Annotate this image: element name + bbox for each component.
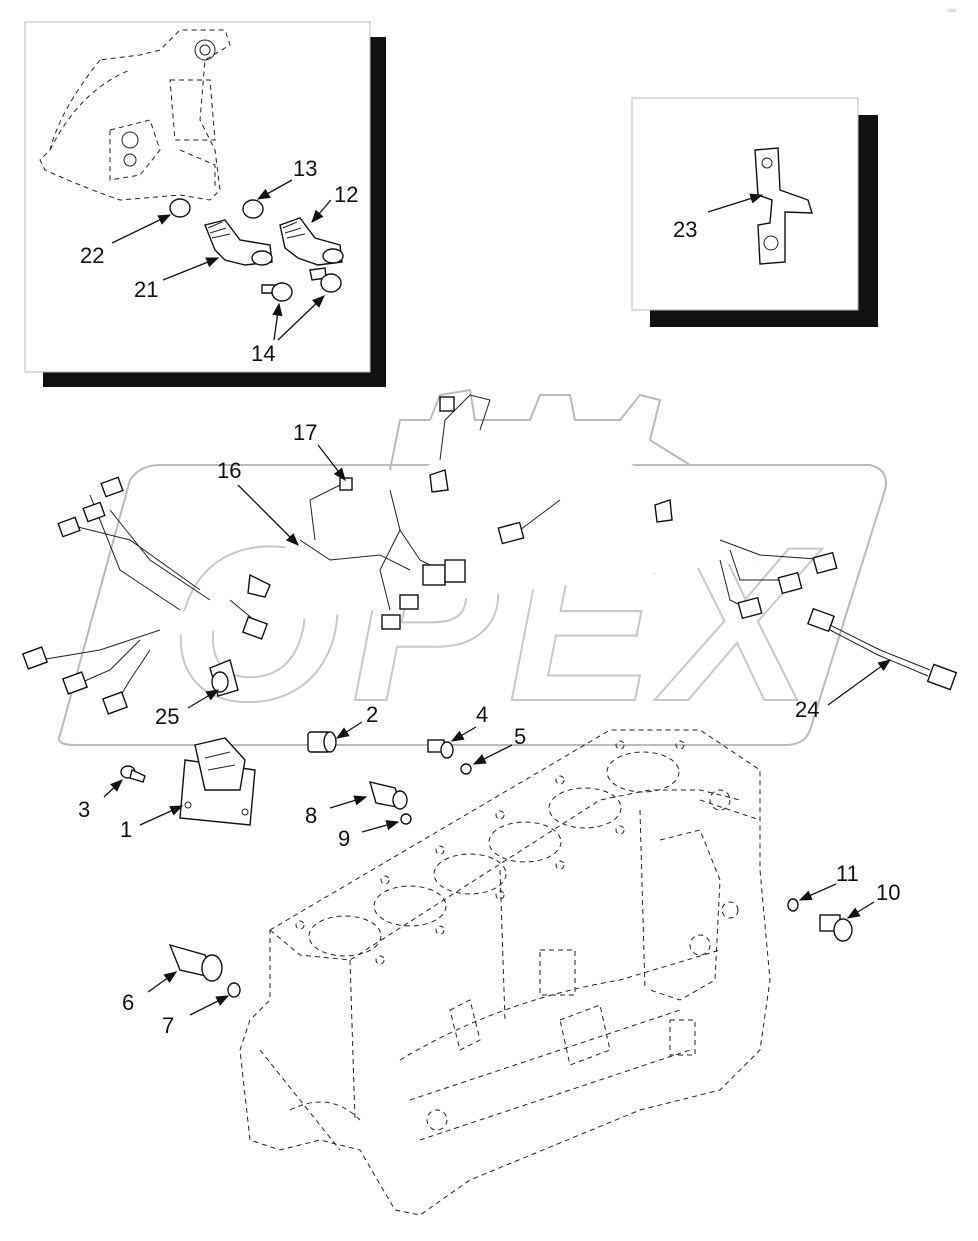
- sensor-10: 10: [819, 880, 900, 942]
- callout-6: 6: [122, 990, 134, 1015]
- camshaft-sensor-21: [204, 219, 273, 266]
- crankshaft-sensor-12: [279, 217, 344, 266]
- callout-11: 11: [836, 861, 859, 886]
- wiring-harness-16: [21, 394, 838, 715]
- bolt-3: [103, 765, 146, 798]
- callout-8: 8: [305, 803, 317, 828]
- callout-23: 23: [673, 217, 697, 242]
- o-ring-5: 5: [460, 724, 526, 775]
- callout-5: 5: [514, 724, 526, 749]
- harness-24: 24: [795, 607, 958, 722]
- clip-25: 25: [155, 659, 239, 729]
- callout-16: 16: [217, 458, 241, 483]
- bolt-14b: [309, 267, 342, 293]
- bolt-14a: [261, 282, 293, 302]
- pressure-sensor-6: 6: [122, 943, 223, 1015]
- o-ring-22: [169, 198, 191, 218]
- callout-13: 13: [293, 156, 317, 181]
- callout-7: 7: [162, 1013, 174, 1038]
- callout-25: 25: [155, 704, 179, 729]
- callout-2: 2: [366, 702, 378, 727]
- engine-block: [239, 729, 771, 1216]
- callout-9: 9: [338, 826, 350, 851]
- corner-mark: ▫▫: [948, 5, 956, 17]
- o-ring-13: [242, 199, 264, 219]
- callout-12: 12: [334, 182, 358, 207]
- o-ring-9: 9: [338, 813, 412, 851]
- callout-24: 24: [795, 697, 819, 722]
- sensor-2: 2: [307, 702, 378, 753]
- inset-sensor-detail: 22 13 12 21 14: [24, 21, 386, 387]
- pressure-sensor-8: 8: [305, 781, 408, 828]
- o-ring-7: 7: [162, 982, 241, 1038]
- ecm-module-1: [179, 737, 256, 826]
- inset-bracket-detail: 23: [631, 97, 878, 327]
- callout-3: 3: [78, 797, 90, 822]
- sensor-4: 4: [427, 702, 488, 759]
- callout-1: 1: [120, 817, 132, 842]
- callout-17: 17: [293, 420, 317, 445]
- callout-14: 14: [251, 341, 275, 366]
- o-ring-11: 11: [787, 861, 859, 912]
- callout-4: 4: [476, 702, 488, 727]
- callout-10: 10: [876, 880, 900, 905]
- bracket-23: [754, 147, 813, 265]
- callout-22: 22: [80, 243, 104, 268]
- callout-21: 21: [134, 277, 158, 302]
